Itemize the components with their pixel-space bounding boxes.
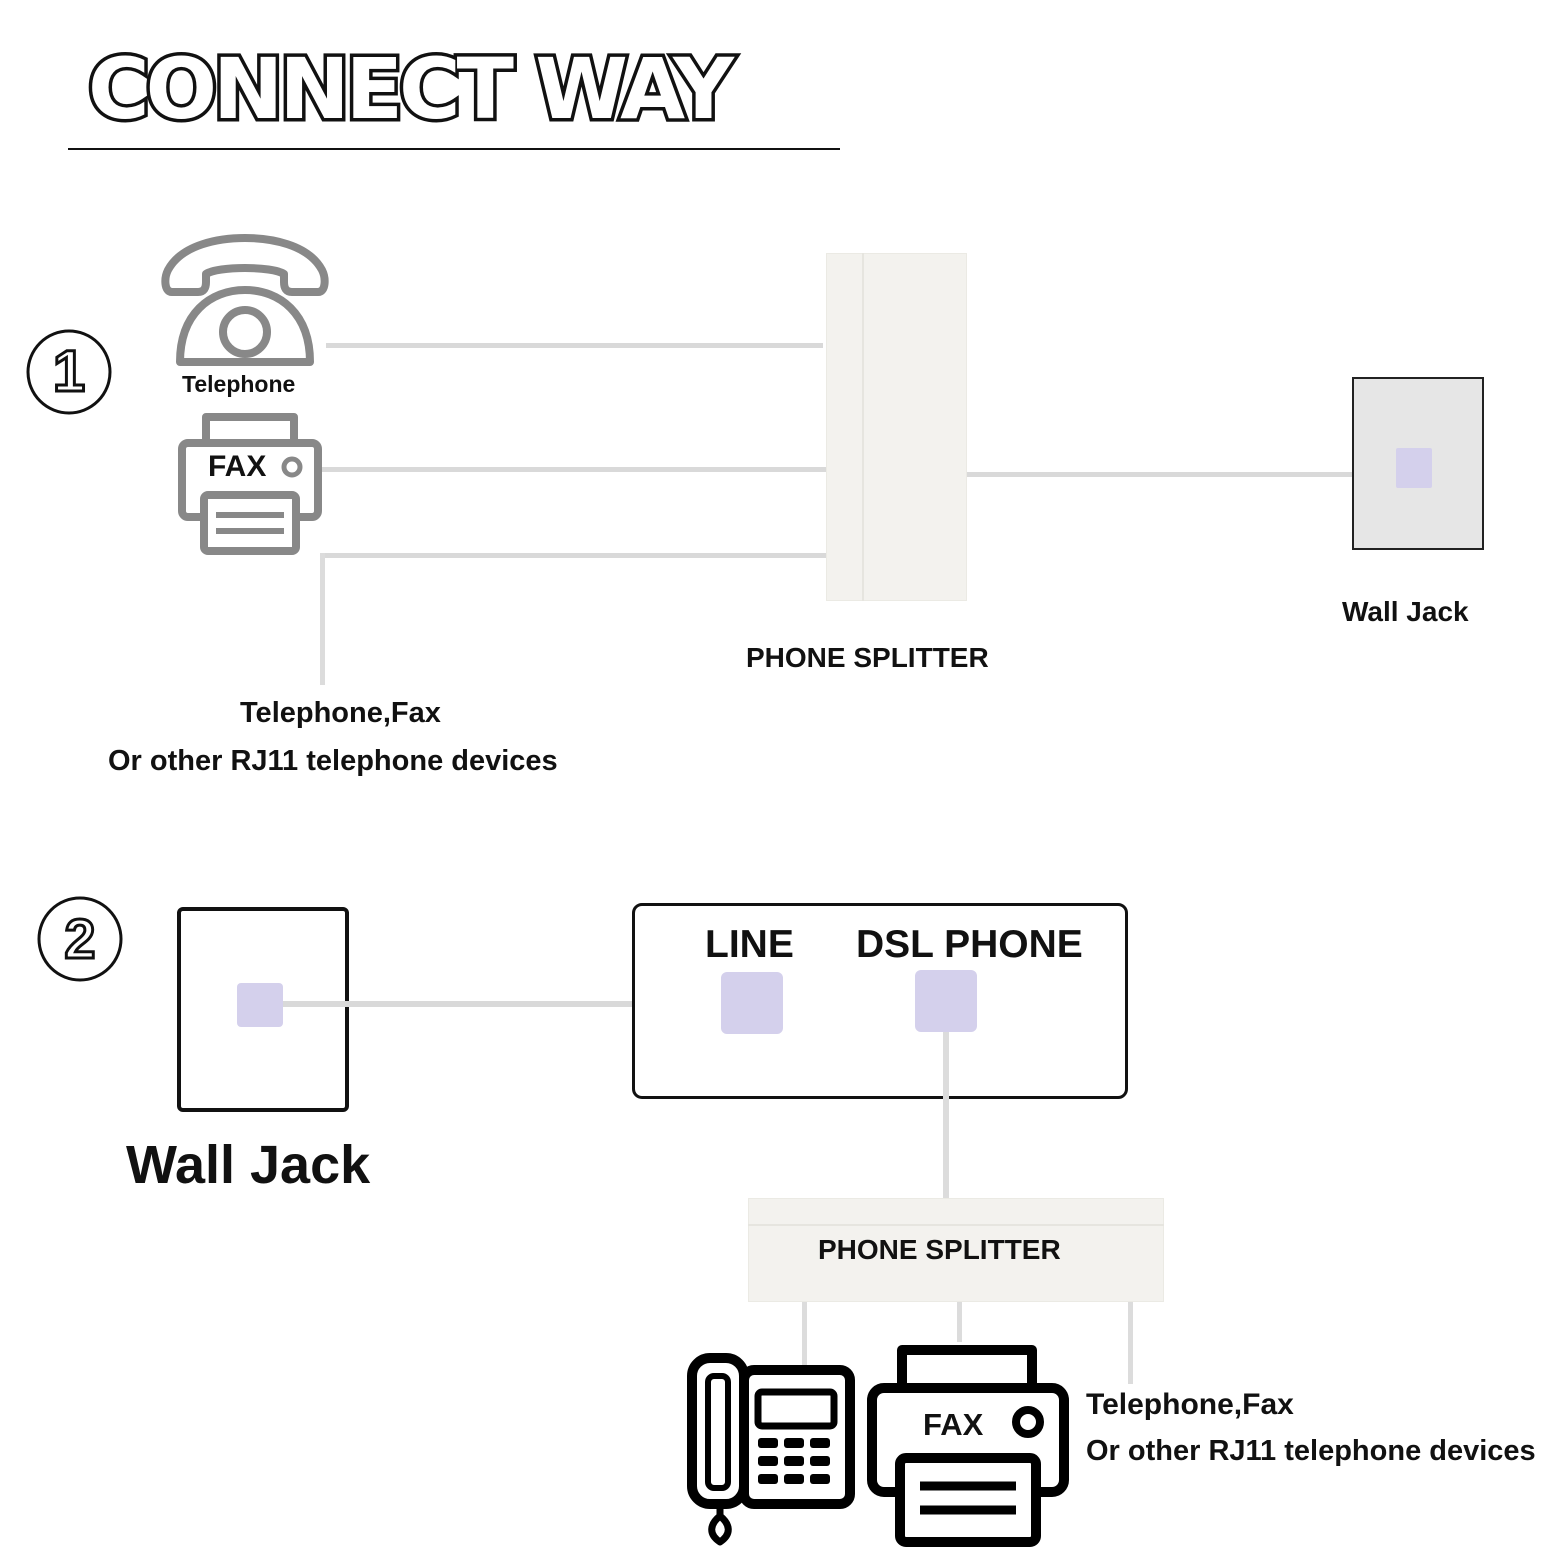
telephone-icon [160,234,330,370]
cable-telephone-to-splitter [326,343,823,348]
desk-phone-icon [686,1352,856,1548]
cable-splitter-to-fax [957,1302,962,1342]
phone-splitter-2-label: PHONE SPLITTER [818,1234,1061,1265]
devices-2-line1: Telephone,Fax [1086,1388,1294,1421]
number-2-circle-icon: 2 [37,896,123,982]
devices-1-line2: Or other RJ11 telephone devices [108,745,558,777]
title-divider [68,148,840,150]
cable-dsl-phone-to-splitter [943,1032,949,1198]
fax-icon [176,409,324,557]
wall-jack-2-port [237,983,283,1027]
cable-extra-drop [320,553,325,685]
cable-extra-to-splitter [320,553,826,558]
phone-splitter-1 [826,253,967,601]
wall-jack-1-port [1396,448,1432,488]
page-title: CONNECT WAY [85,37,738,142]
phone-splitter-2 [748,1198,1164,1302]
cable-walljack-to-line [283,1001,723,1007]
telephone-label: Telephone [182,371,296,397]
fax-machine-label: FAX [923,1407,984,1442]
wall-jack-1-label: Wall Jack [1342,596,1469,627]
fax-icon-label: FAX [208,450,267,483]
devices-1-line1: Telephone,Fax [240,697,441,729]
method-1-number: 1 [53,339,85,404]
wall-jack-2-label: Wall Jack [126,1135,371,1195]
method-2-number: 2 [64,907,95,970]
dsl-modem-box [632,903,1128,1099]
cable-splitter-to-walljack [966,472,1398,477]
modem-dsl-phone-port [915,970,977,1032]
fax-machine-icon [866,1342,1070,1548]
modem-dsl-phone-label: DSL PHONE [856,923,1083,966]
cable-splitter-to-other [1128,1302,1133,1384]
phone-splitter-1-label: PHONE SPLITTER [746,642,989,673]
number-1-circle-icon: 1 [26,329,112,415]
devices-2-line2: Or other RJ11 telephone devices [1086,1435,1536,1467]
modem-line-label: LINE [705,923,794,966]
cable-fax-to-splitter [322,467,826,472]
modem-line-port [721,972,783,1034]
cable-splitter-to-phone [802,1302,807,1368]
